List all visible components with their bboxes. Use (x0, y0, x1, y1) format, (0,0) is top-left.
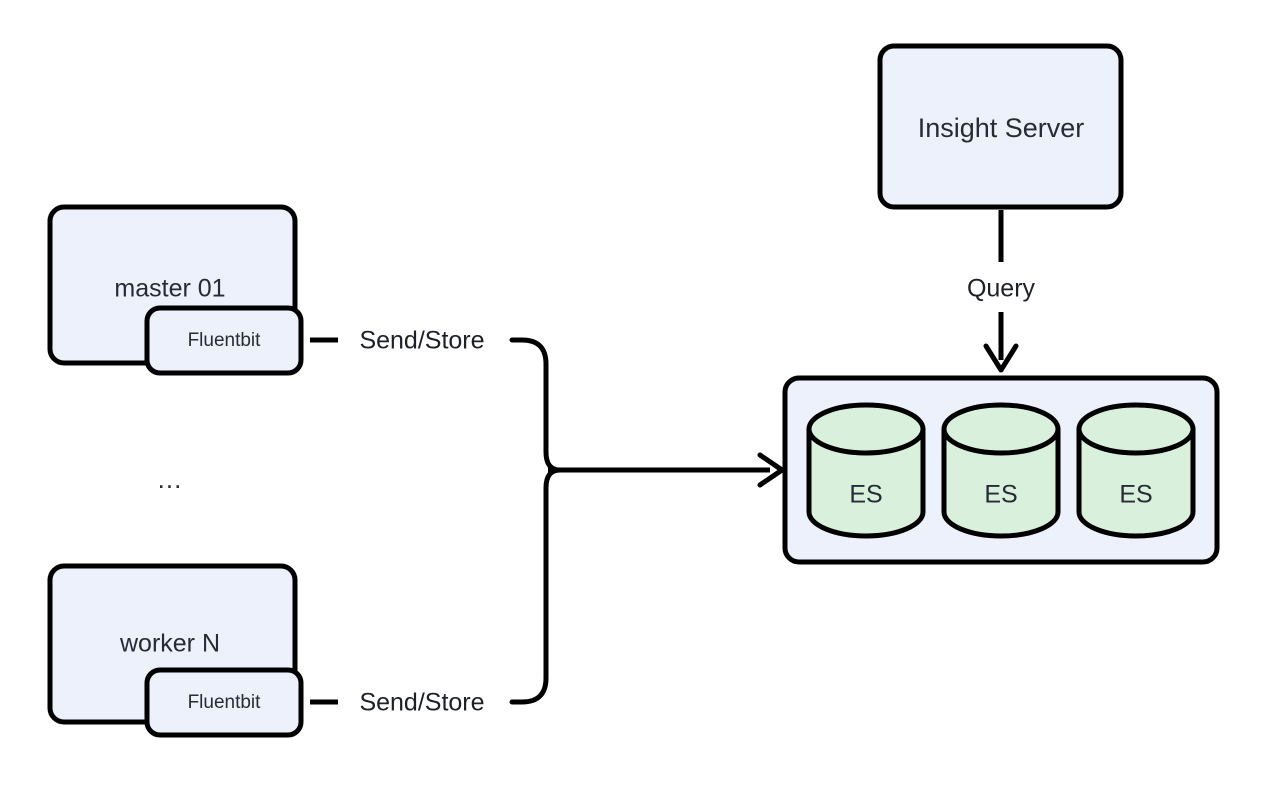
master-label: master 01 (114, 275, 225, 303)
es-database-3[interactable]: ES (1076, 402, 1196, 539)
es-database-2-label: ES (984, 481, 1017, 509)
node-worker-fluentbit[interactable]: Fluentbit (144, 667, 304, 738)
edge-query-arrowhead (983, 343, 1019, 373)
edge-insight-to-es (983, 210, 1019, 373)
master-fluentbit-box[interactable] (144, 305, 304, 376)
es-database-3-body[interactable] (1076, 426, 1196, 539)
es-database-2-top (941, 402, 1061, 456)
es-database-3-top (1076, 402, 1196, 456)
nodes-ellipsis: ... (158, 464, 183, 494)
edge-merged-arrowhead (757, 452, 785, 488)
es-database-2[interactable]: ES (941, 402, 1061, 539)
worker-fluentbit-box[interactable] (144, 667, 304, 738)
edge-worker-to-es (310, 467, 563, 705)
edge-label-query: Query (967, 275, 1036, 303)
edge-master-curve (509, 337, 563, 473)
node-insight-server[interactable]: Insight Server (877, 43, 1124, 210)
es-database-1-label: ES (849, 481, 882, 509)
es-database-2-body[interactable] (941, 426, 1061, 539)
worker-fluentbit-label: Fluentbit (188, 692, 262, 713)
es-database-1-top (806, 402, 926, 456)
node-master-fluentbit[interactable]: Fluentbit (144, 305, 304, 376)
edge-label-master-send-store: Send/Store (359, 327, 484, 355)
worker-label: worker N (119, 630, 220, 658)
insight-server-box[interactable] (877, 43, 1124, 210)
edge-master-to-es (310, 337, 563, 473)
edge-merged-to-es (548, 452, 785, 488)
edge-worker-curve (509, 467, 563, 705)
es-database-3-label: ES (1119, 481, 1152, 509)
insight-server-label: Insight Server (918, 113, 1085, 143)
es-database-1[interactable]: ES (806, 402, 926, 539)
master-fluentbit-label: Fluentbit (188, 330, 262, 351)
node-es-cluster[interactable]: ES ES ES (782, 375, 1220, 565)
es-database-1-body[interactable] (806, 426, 926, 539)
edge-label-worker-send-store: Send/Store (359, 689, 484, 717)
